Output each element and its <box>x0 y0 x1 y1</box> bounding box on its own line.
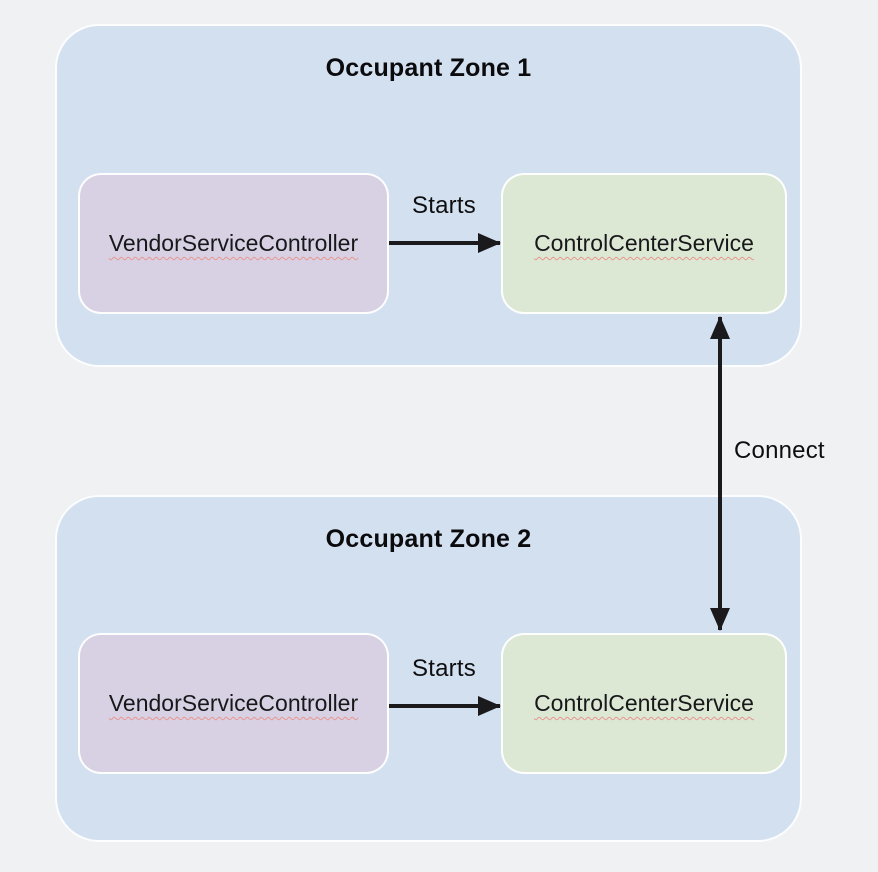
occupant-zone-1: Occupant Zone 1 VendorServiceController … <box>55 24 802 367</box>
zone-2-control-node-label: ControlCenterService <box>534 690 754 716</box>
zone-1-title: Occupant Zone 1 <box>325 54 532 82</box>
connect-edge-label: Connect <box>734 437 825 464</box>
zone-2-title: Occupant Zone 2 <box>325 525 532 553</box>
zone-1-vendor-node-label: VendorServiceController <box>108 230 359 256</box>
zone-1-control-node-label: ControlCenterService <box>534 230 754 256</box>
zone-2-control-center-service-node: ControlCenterService <box>501 633 787 774</box>
zone-1-vendor-service-controller-node: VendorServiceController <box>78 173 389 314</box>
zone-1-control-center-service-node: ControlCenterService <box>501 173 787 314</box>
occupant-zone-2: Occupant Zone 2 VendorServiceController … <box>55 495 802 842</box>
zone-2-vendor-node-label: VendorServiceController <box>108 690 359 716</box>
zone-2-vendor-service-controller-node: VendorServiceController <box>78 633 389 774</box>
starts-edge-label-zone-1: Starts <box>412 192 476 219</box>
starts-edge-label-zone-2: Starts <box>412 655 476 682</box>
